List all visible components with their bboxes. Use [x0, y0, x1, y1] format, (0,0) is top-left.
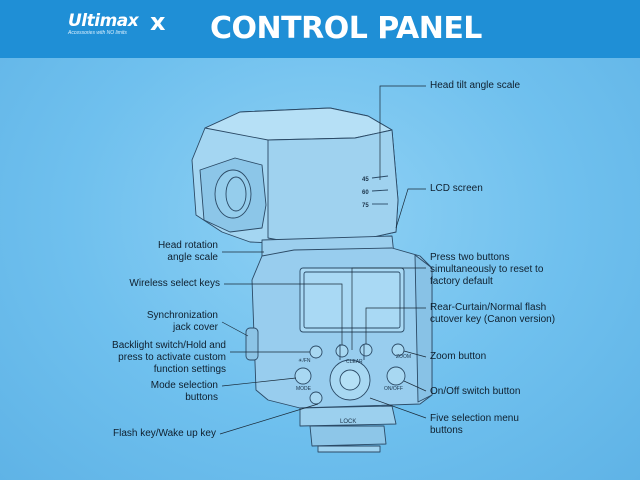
- callout-head-tilt: Head tilt angle scale: [430, 80, 521, 91]
- backlight-button: [309, 345, 323, 359]
- leader-flash-key: [219, 403, 319, 435]
- leader-lcd: [395, 188, 426, 229]
- leader-onoff: [403, 380, 427, 392]
- logo-x-mark: x: [150, 8, 166, 36]
- leader-wireless: [224, 283, 343, 345]
- callout-backlight: Backlight switch/Hold and press to activ…: [112, 340, 226, 375]
- mode-button-label: MODE: [296, 386, 312, 392]
- flash-head-side: [267, 129, 399, 245]
- callout-flash-key: Flash key/Wake up key: [112, 428, 216, 439]
- brand-logo: Ultimax x Accessories with NO limits: [68, 8, 165, 37]
- scale-mark-60: 60: [362, 190, 369, 196]
- header-bar: Ultimax x Accessories with NO limits CON…: [0, 0, 640, 58]
- zoom-button-label: ZOOM: [396, 354, 411, 360]
- callout-sync-jack: Synchronization jack cover: [146, 310, 218, 333]
- callout-onoff: On/Off switch button: [430, 386, 521, 397]
- leader-sync: [221, 321, 249, 337]
- clear-button-label: CLEAR: [346, 359, 363, 365]
- leader-rear-curtain: [365, 307, 426, 344]
- onoff-button-label: ON/OFF: [384, 386, 403, 392]
- callout-zoom-button: Zoom button: [430, 351, 487, 362]
- page-title: CONTROL PANEL: [210, 11, 482, 46]
- scale-mark-75: 75: [362, 203, 369, 209]
- logo-text: Ultimax: [68, 11, 139, 31]
- callout-rear-curtain: Rear-Curtain/Normal flash cutover key (C…: [430, 302, 556, 325]
- leader-mode: [221, 377, 297, 387]
- logo-tagline: Accessories with NO limits: [68, 30, 127, 36]
- light-button-label: ☀/FN: [298, 358, 311, 364]
- sync-jack-cover: [245, 327, 259, 361]
- leader-press-two: [351, 267, 426, 350]
- lock-label: LOCK: [340, 419, 356, 425]
- mode-button-1: [294, 367, 312, 385]
- flash-foot: [299, 405, 397, 427]
- callout-head-rotation: Head rotation angle scale: [157, 240, 218, 263]
- callout-lcd-screen: LCD screen: [430, 183, 483, 194]
- wireless-button-1: [335, 344, 349, 358]
- zoom-button-shape: [391, 343, 405, 357]
- leader-zoom: [403, 350, 427, 358]
- leader-head-tilt: [379, 85, 426, 180]
- scale-mark-45: 45: [362, 177, 369, 183]
- leader-five: [369, 397, 427, 419]
- callout-press-two: Press two buttons simultaneously to rese…: [430, 252, 544, 287]
- flash-key: [309, 391, 323, 405]
- onoff-button-shape: [386, 366, 406, 386]
- callout-five-selection: Five selection menu buttons: [430, 413, 519, 436]
- callout-wireless: Wireless select keys: [129, 278, 220, 289]
- callout-mode-selection: Mode selection buttons: [150, 380, 218, 403]
- wireless-button-2: [359, 343, 373, 357]
